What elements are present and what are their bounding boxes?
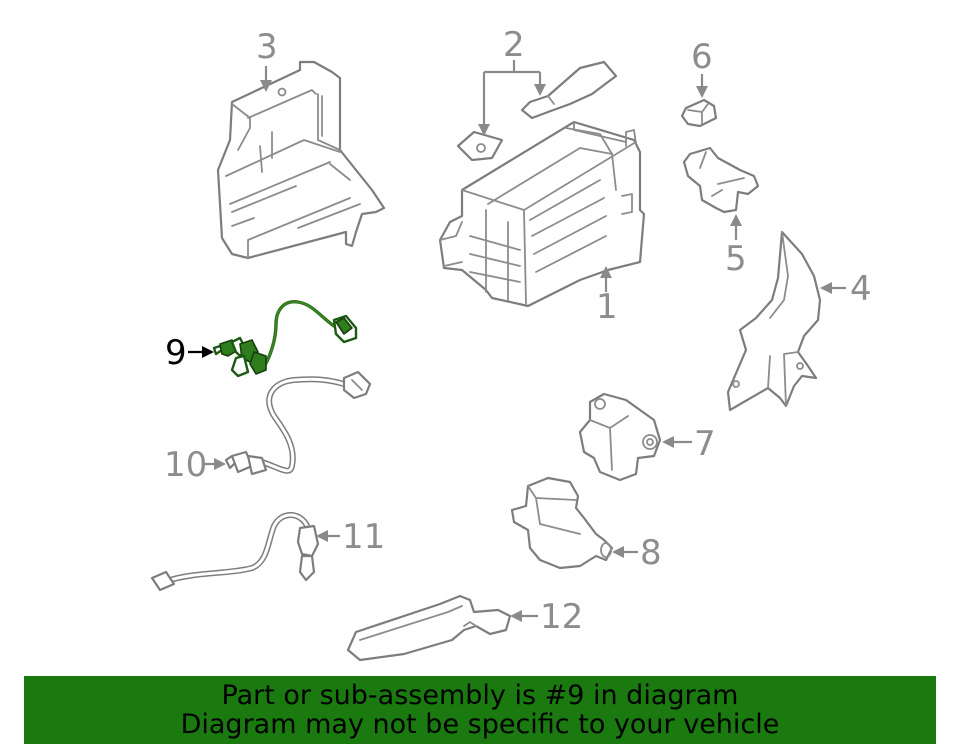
- callout-9: 9: [165, 333, 187, 373]
- callout-10-leader: [204, 458, 226, 470]
- callout-10: 10: [164, 445, 207, 485]
- banner-line-2: Diagram may not be specific to your vehi…: [180, 709, 780, 740]
- part-6-cap[interactable]: [680, 98, 718, 128]
- callout-7: 7: [694, 424, 716, 464]
- part-2-gaskets[interactable]: [456, 60, 618, 162]
- callout-4: 4: [850, 269, 872, 309]
- info-banner: Part or sub-assembly is #9 in diagram Di…: [24, 676, 936, 744]
- callout-2-leader: [478, 60, 546, 136]
- callout-1-leader: [600, 266, 612, 292]
- part-10-oxygen-sensor[interactable]: [224, 370, 372, 476]
- part-4-shield[interactable]: [726, 230, 822, 412]
- part-8-purge-valve[interactable]: [510, 476, 614, 570]
- callout-3-leader: [260, 66, 272, 92]
- callout-9-leader: [188, 346, 214, 358]
- callout-11-leader: [316, 530, 340, 542]
- callout-3: 3: [256, 27, 278, 67]
- callout-5: 5: [725, 239, 747, 279]
- callout-12-leader: [510, 610, 538, 622]
- part-3-heat-shield[interactable]: [216, 60, 386, 260]
- part-9-oxygen-sensor[interactable]: [212, 300, 358, 378]
- callout-5-leader: [730, 214, 742, 240]
- part-11-oxygen-sensor[interactable]: [150, 512, 320, 592]
- callout-8: 8: [640, 533, 662, 573]
- callout-6: 6: [691, 37, 713, 77]
- callout-11: 11: [342, 517, 385, 557]
- callout-7-leader: [662, 436, 692, 448]
- callout-6-leader: [696, 74, 708, 98]
- callout-1: 1: [596, 287, 618, 327]
- callout-4-leader: [820, 282, 846, 294]
- callout-12: 12: [540, 597, 583, 637]
- part-7-solenoid[interactable]: [578, 392, 662, 482]
- part-12-cover[interactable]: [346, 594, 512, 662]
- part-5-t-connector[interactable]: [682, 146, 760, 214]
- callout-2: 2: [503, 25, 525, 65]
- banner-line-1: Part or sub-assembly is #9 in diagram: [221, 680, 739, 711]
- part-1-canister[interactable]: [438, 120, 646, 308]
- callout-8-leader: [612, 546, 638, 558]
